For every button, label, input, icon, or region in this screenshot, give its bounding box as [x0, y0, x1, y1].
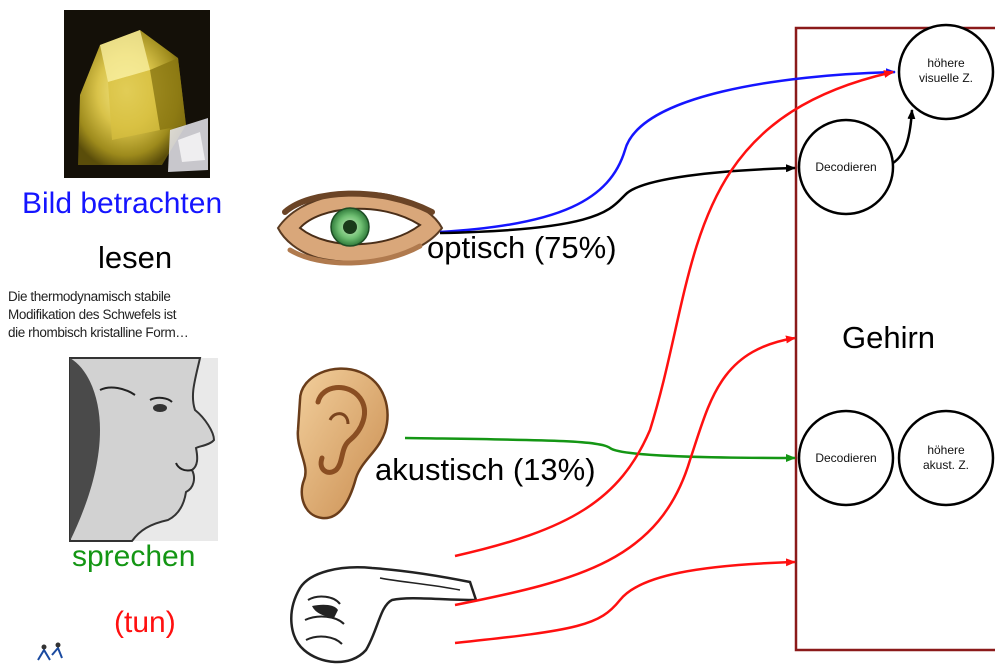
acoustic-higher-line1: höhere: [899, 443, 993, 458]
label-optisch: optisch (75%): [427, 230, 617, 266]
eye-icon: [278, 192, 442, 263]
acoustic-higher-label: höhere akust. Z.: [899, 443, 993, 473]
reading-line-3: die rhombisch kristalline Form…: [8, 324, 308, 342]
label-lesen: lesen: [98, 240, 172, 276]
visual-decode-label: Decodieren: [799, 160, 893, 175]
brain-label: Gehirn: [842, 320, 935, 356]
small-figure-icon: [38, 643, 62, 661]
red-arrow-to-brain-lower: [455, 562, 795, 643]
reading-sample-text: Die thermodynamisch stabile Modifikation…: [8, 288, 308, 342]
acoustic-higher-line2: akust. Z.: [899, 458, 993, 473]
hand-icon: [291, 567, 476, 662]
label-akustisch: akustisch (13%): [375, 452, 596, 488]
visual-higher-line2: visuelle Z.: [899, 71, 993, 86]
visual-higher-line1: höhere: [899, 56, 993, 71]
label-tun: (tun): [114, 606, 176, 640]
acoustic-decode-label: Decodieren: [799, 451, 893, 466]
label-bild-betrachten: Bild betrachten: [22, 187, 222, 221]
ear-icon: [298, 369, 388, 519]
visual-higher-label: höhere visuelle Z.: [899, 56, 993, 86]
black-arrow-to-visual-decode: [440, 168, 795, 233]
black-arrow-decode-to-higher: [893, 110, 912, 163]
sulfur-crystal-image: [64, 10, 210, 178]
reading-line-1: Die thermodynamisch stabile: [8, 288, 308, 306]
speaking-face-image: [70, 358, 218, 541]
reading-line-2: Modifikation des Schwefels ist: [8, 306, 308, 324]
label-sprechen: sprechen: [72, 540, 195, 574]
